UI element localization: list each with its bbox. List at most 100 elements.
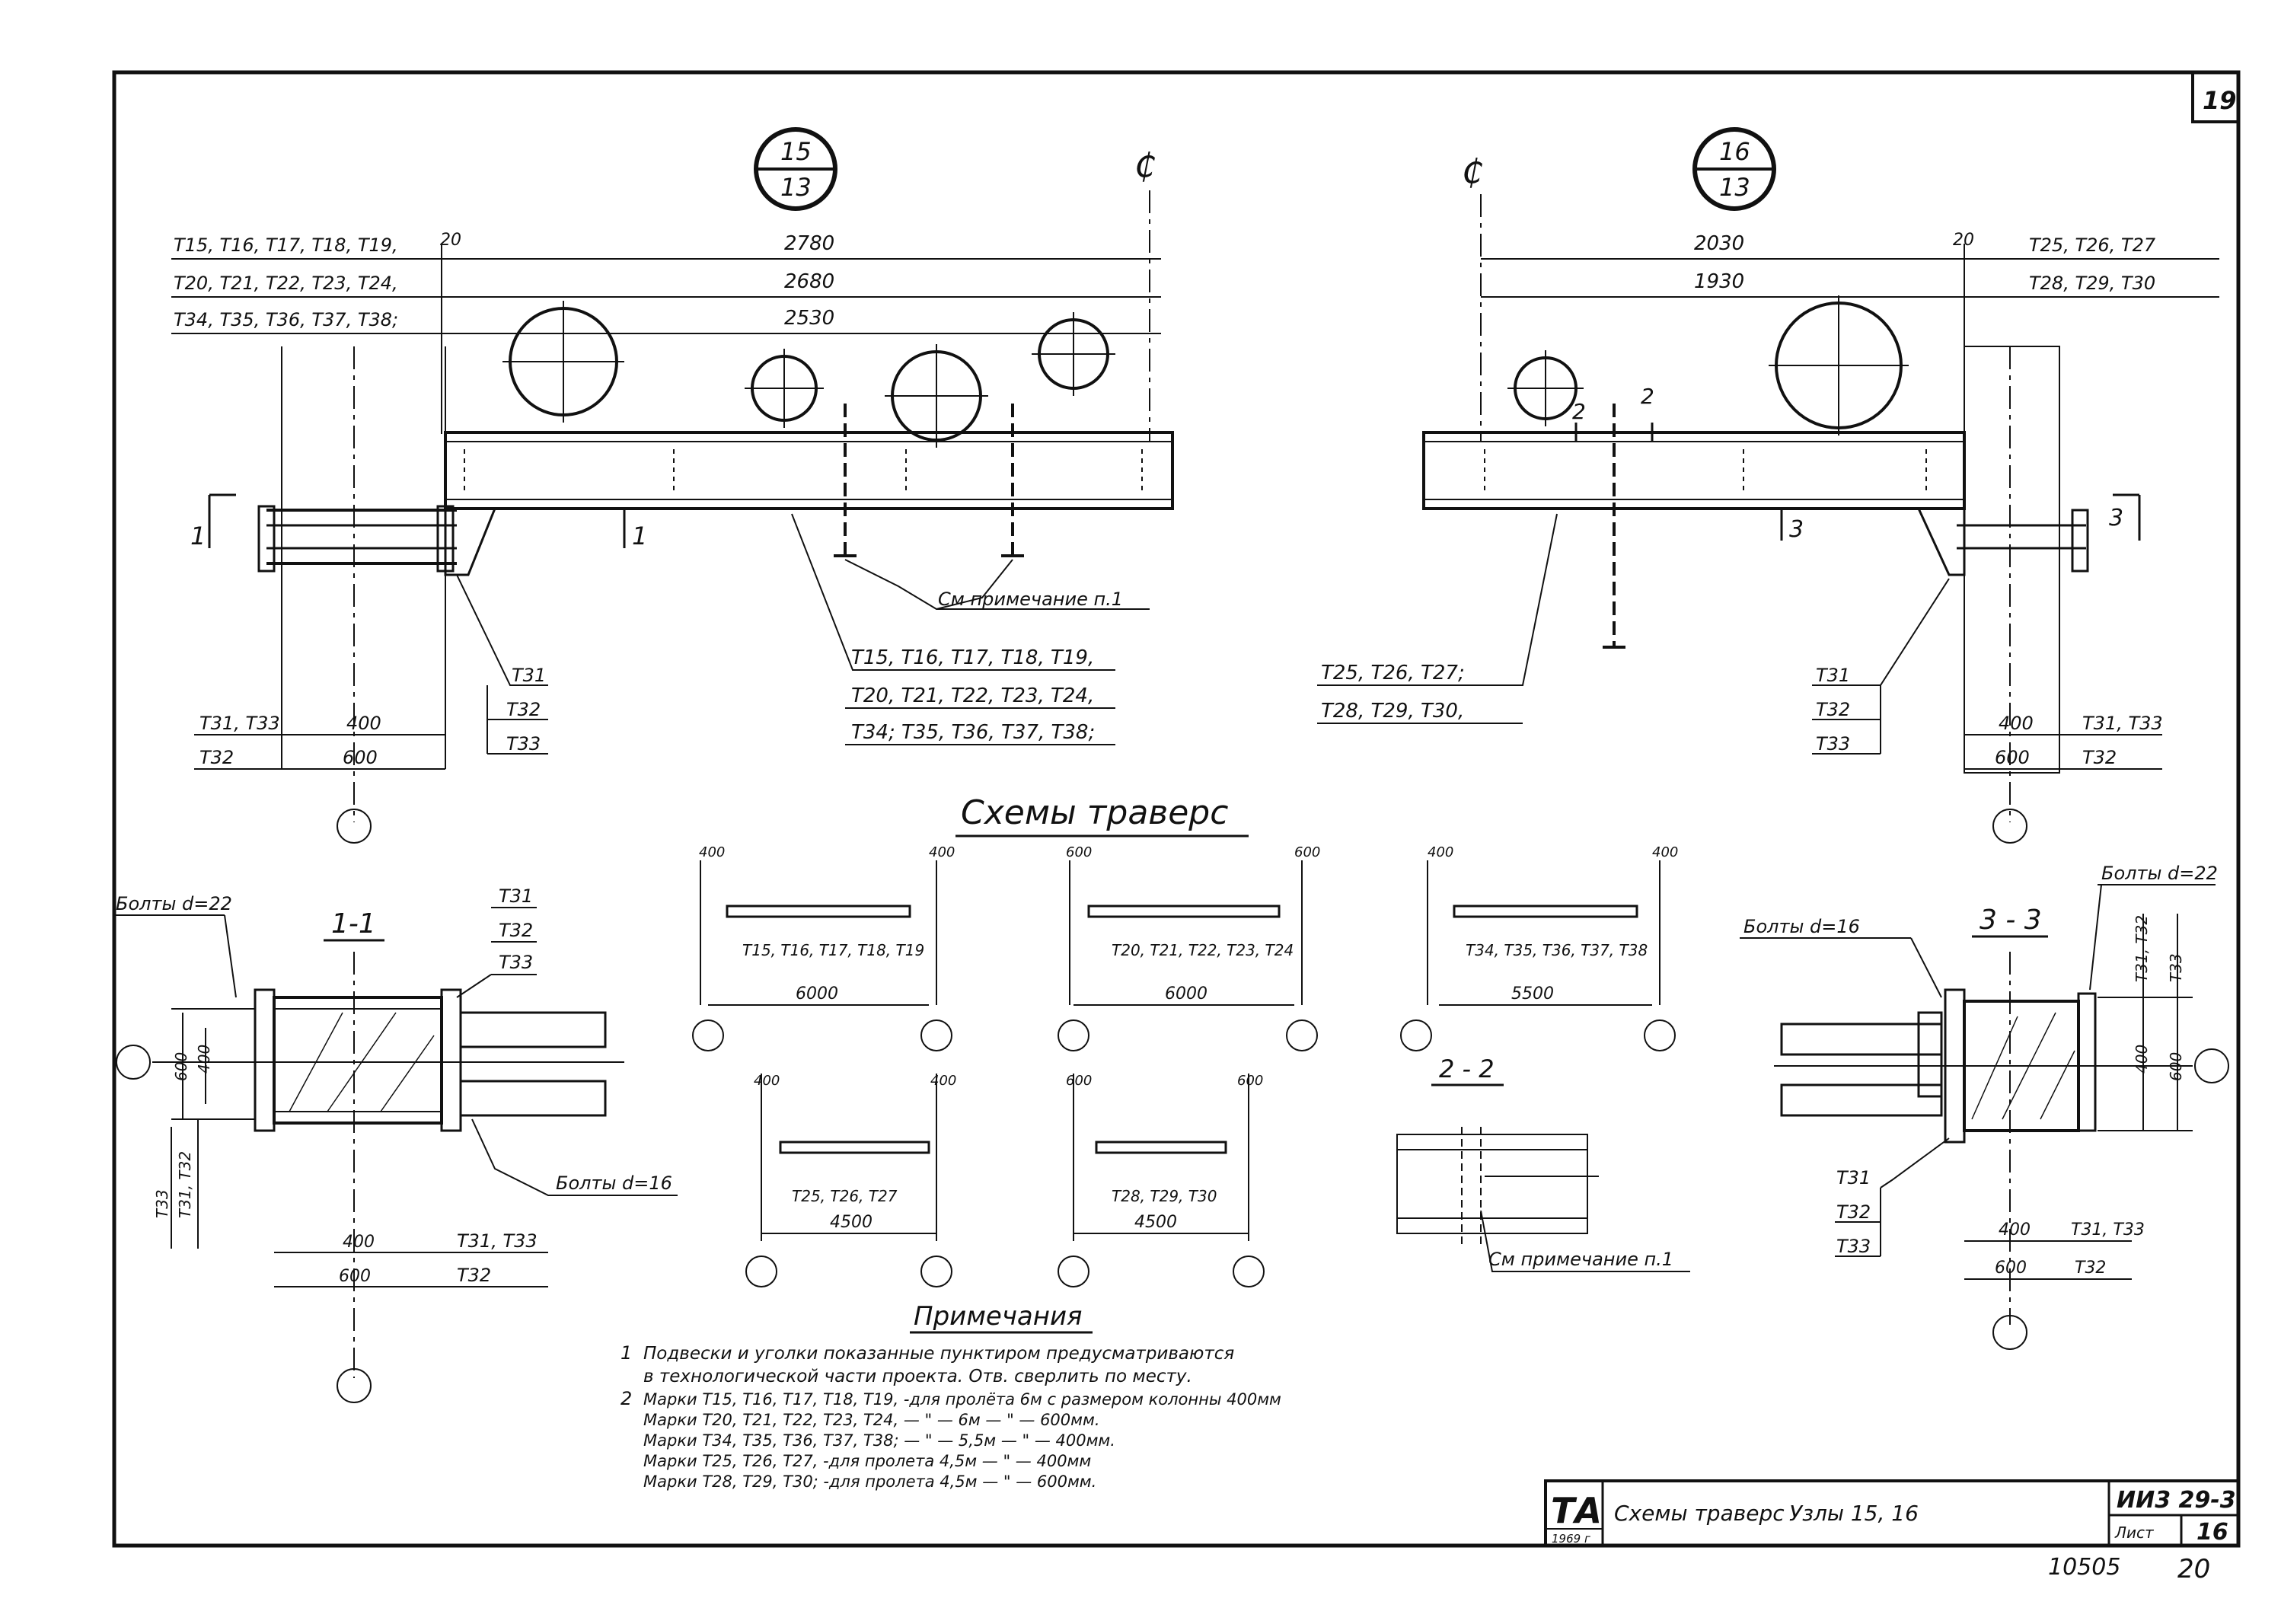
scheme-4-col-r: 400 — [930, 1073, 956, 1089]
section-3-3-bolts16: Болты d=16 — [1743, 916, 1860, 937]
node-15-dim-2780: 2780 — [784, 232, 834, 255]
scheme-4-span: 4500 — [830, 1213, 873, 1232]
scheme-4-col: 400 — [754, 1073, 780, 1089]
scheme-2-col-r: 600 — [1294, 844, 1320, 860]
section-1-1-vlabel2: Т31, Т32 — [176, 1151, 194, 1218]
scheme-3: 400 400 Т34, Т35, Т36, Т37, Т38 5500 — [1400, 844, 1678, 1051]
section-1-1-bolts16: Болты d=16 — [556, 1173, 672, 1194]
node-16-callout-1: Т25, Т26, Т27; — [1321, 662, 1465, 684]
title-block: ТА 1969 г Схемы траверс Узлы 15, 16 ИИ3 … — [1544, 1479, 2240, 1547]
note-1-line-2: в технологической части проекта. Отв. св… — [643, 1367, 1192, 1386]
section-1-1-bottom600: 600 — [339, 1267, 371, 1286]
section-1-1-vlabel1: Т33 — [153, 1189, 171, 1218]
node-15-callout-3: Т34; Т35, Т36, Т37, Т38; — [851, 721, 1095, 744]
node-16-section3-right: 3 — [2109, 505, 2123, 531]
node-15: 15 13 ₵ Т15, Т16, Т17, Т18, Т19, Т20, Т2… — [171, 127, 1174, 844]
titleblock-title: Схемы траверс — [1614, 1501, 1785, 1526]
node-15-bracket-t31: Т31 — [512, 665, 546, 686]
node-15-num: 15 — [780, 137, 812, 166]
section-1-1-dim600: 600 — [172, 1052, 190, 1081]
node-16-marks-row2: Т28, Т29, Т30 — [2029, 273, 2155, 294]
section-1-1-bolts22: Болты d=22 — [116, 893, 232, 914]
node-15-section-left: 1 — [190, 522, 206, 550]
node-15-left-label-2: Т32 — [199, 747, 234, 768]
section-3-3-bottom600: 600 — [1995, 1259, 2027, 1278]
note-2-line-2: Марки Т20, Т21, Т22, Т23, Т24, — " — 6м … — [643, 1411, 1100, 1429]
section-3-3: 3 - 3 Болты d=16 Болты d=22 Т31, Т32 Т33… — [1740, 863, 2229, 1350]
titleblock-sheet-number: 16 — [2196, 1519, 2228, 1546]
scheme-3-span: 5500 — [1511, 984, 1554, 1003]
node-15-callout-1: Т15, Т16, Т17, Т18, Т19, — [851, 646, 1094, 669]
corner-number: 19 — [2203, 86, 2237, 115]
node-16-section2-right: 2 — [1641, 384, 1654, 409]
node-15-marks-row2: Т20, Т21, Т22, Т23, Т24, — [174, 273, 398, 294]
titleblock-subtitle: Узлы 15, 16 — [1789, 1501, 1919, 1526]
section-3-3-dim400: 400 — [2133, 1045, 2151, 1074]
titleblock-code: ИИ3 29-3 — [2117, 1487, 2236, 1514]
section-1-1: 1-1 Болты d=22 Т31 Т32 Т33 600 400 Т3 — [114, 885, 678, 1403]
scheme-3-marks: Т34, Т35, Т36, Т37, Т38 — [1466, 941, 1648, 959]
section-1-1-title: 1-1 — [331, 908, 376, 940]
corner-box — [2191, 71, 2240, 123]
node-15-callout-2: Т20, Т21, Т22, Т23, Т24, — [851, 684, 1094, 707]
node-15-marks-row1: Т15, Т16, Т17, Т18, Т19, — [174, 235, 398, 256]
sheet-frame — [112, 70, 2241, 1548]
scheme-1-span: 6000 — [796, 984, 838, 1003]
node-16-marks-row1: Т25, Т26, Т27 — [2029, 235, 2156, 256]
section-1-1-bottom-label2: Т32 — [457, 1265, 491, 1286]
bottom-right-number: 20 — [2177, 1554, 2210, 1584]
node-16-num: 16 — [1719, 137, 1750, 166]
centerline-mark-left: ₵ — [1134, 146, 1156, 185]
scheme-5: 600 600 Т28, Т29, Т30 4500 — [1058, 1073, 1265, 1287]
scheme-1-marks: Т15, Т16, Т17, Т18, Т19 — [742, 941, 924, 959]
section-3-3-dim600: 600 — [2167, 1052, 2185, 1081]
node-16-right-label-2: Т32 — [2082, 747, 2117, 768]
note-2-line-1: Марки Т15, Т16, Т17, Т18, Т19, -для прол… — [643, 1390, 1281, 1409]
section-1-1-bottom400: 400 — [343, 1233, 375, 1252]
node-16-dim-400: 400 — [1999, 713, 2034, 734]
node-16-bracket-t31: Т31 — [1816, 665, 1850, 686]
node-15-dim-20: 20 — [440, 231, 461, 250]
node-16-section2-left: 2 — [1572, 399, 1586, 424]
scheme-1-col-r: 400 — [929, 844, 955, 860]
scheme-5-span: 4500 — [1134, 1213, 1177, 1232]
section-1-1-t31: Т31 — [499, 885, 533, 907]
section-1-1-t33: Т33 — [499, 952, 533, 973]
scheme-2-marks: Т20, Т21, Т22, Т23, Т24 — [1112, 941, 1294, 959]
scheme-4: 400 400 Т25, Т26, Т27 4500 — [745, 1073, 956, 1287]
node-16-dim-600: 600 — [1995, 747, 2030, 768]
centerline-mark-right: ₵ — [1462, 152, 1483, 191]
section-1-1-dim400: 400 — [195, 1045, 213, 1074]
node-16: 16 13 ₵ 20 2030 1930 Т25, Т26, Т27 Т28, … — [1317, 127, 2219, 844]
note-1-line-1: Подвески и уголки показанные пунктиром п… — [643, 1344, 1234, 1364]
section-1-1-t32: Т32 — [499, 920, 533, 941]
node-16-dim-1930: 1930 — [1694, 270, 1744, 293]
node-15-left-label-1: Т31, Т33 — [199, 713, 280, 734]
scheme-3-col-r: 400 — [1652, 844, 1678, 860]
node-16-section3-left: 3 — [1789, 516, 1804, 543]
scheme-2-col: 600 — [1066, 844, 1092, 860]
section-3-3-vlabel2: Т33 — [2167, 953, 2185, 982]
notes-title: Примечания — [914, 1301, 1083, 1332]
node-16-marker — [1692, 127, 1776, 211]
node-15-bracket-t32: Т32 — [506, 699, 541, 720]
scheme-1: 400 400 Т15, Т16, Т17, Т18, Т19 6000 — [692, 844, 955, 1051]
note-2-line-4: Марки Т25, Т26, Т27, -для пролета 4,5м —… — [643, 1452, 1091, 1470]
scheme-4-marks: Т25, Т26, Т27 — [792, 1187, 898, 1205]
section-3-3-bottom-label1: Т31, Т33 — [2071, 1220, 2145, 1240]
titleblock-sheet-label: Лист — [2114, 1523, 2155, 1542]
section-2-2-note: См примечание п.1 — [1488, 1249, 1673, 1270]
scheme-2-span: 6000 — [1165, 984, 1207, 1003]
scheme-5-col-r: 600 — [1237, 1073, 1263, 1089]
node-16-callout-2: Т28, Т29, Т30, — [1321, 700, 1464, 723]
section-3-3-bolts22: Болты d=22 — [2101, 863, 2218, 884]
note-1-num: 1 — [620, 1342, 632, 1364]
node-16-dim-2030: 2030 — [1694, 232, 1744, 255]
titleblock-year: 1969 г — [1552, 1532, 1590, 1546]
notes: Примечания 1 Подвески и уголки показанны… — [620, 1301, 1281, 1491]
node-16-bracket-t33: Т33 — [1816, 733, 1850, 755]
node-15-dim-400: 400 — [346, 713, 381, 734]
note-2-line-3: Марки Т34, Т35, Т36, Т37, Т38; — " — 5,5… — [643, 1431, 1115, 1450]
section-2-2: 2 - 2 См примечание п.1 — [1396, 1054, 1690, 1272]
